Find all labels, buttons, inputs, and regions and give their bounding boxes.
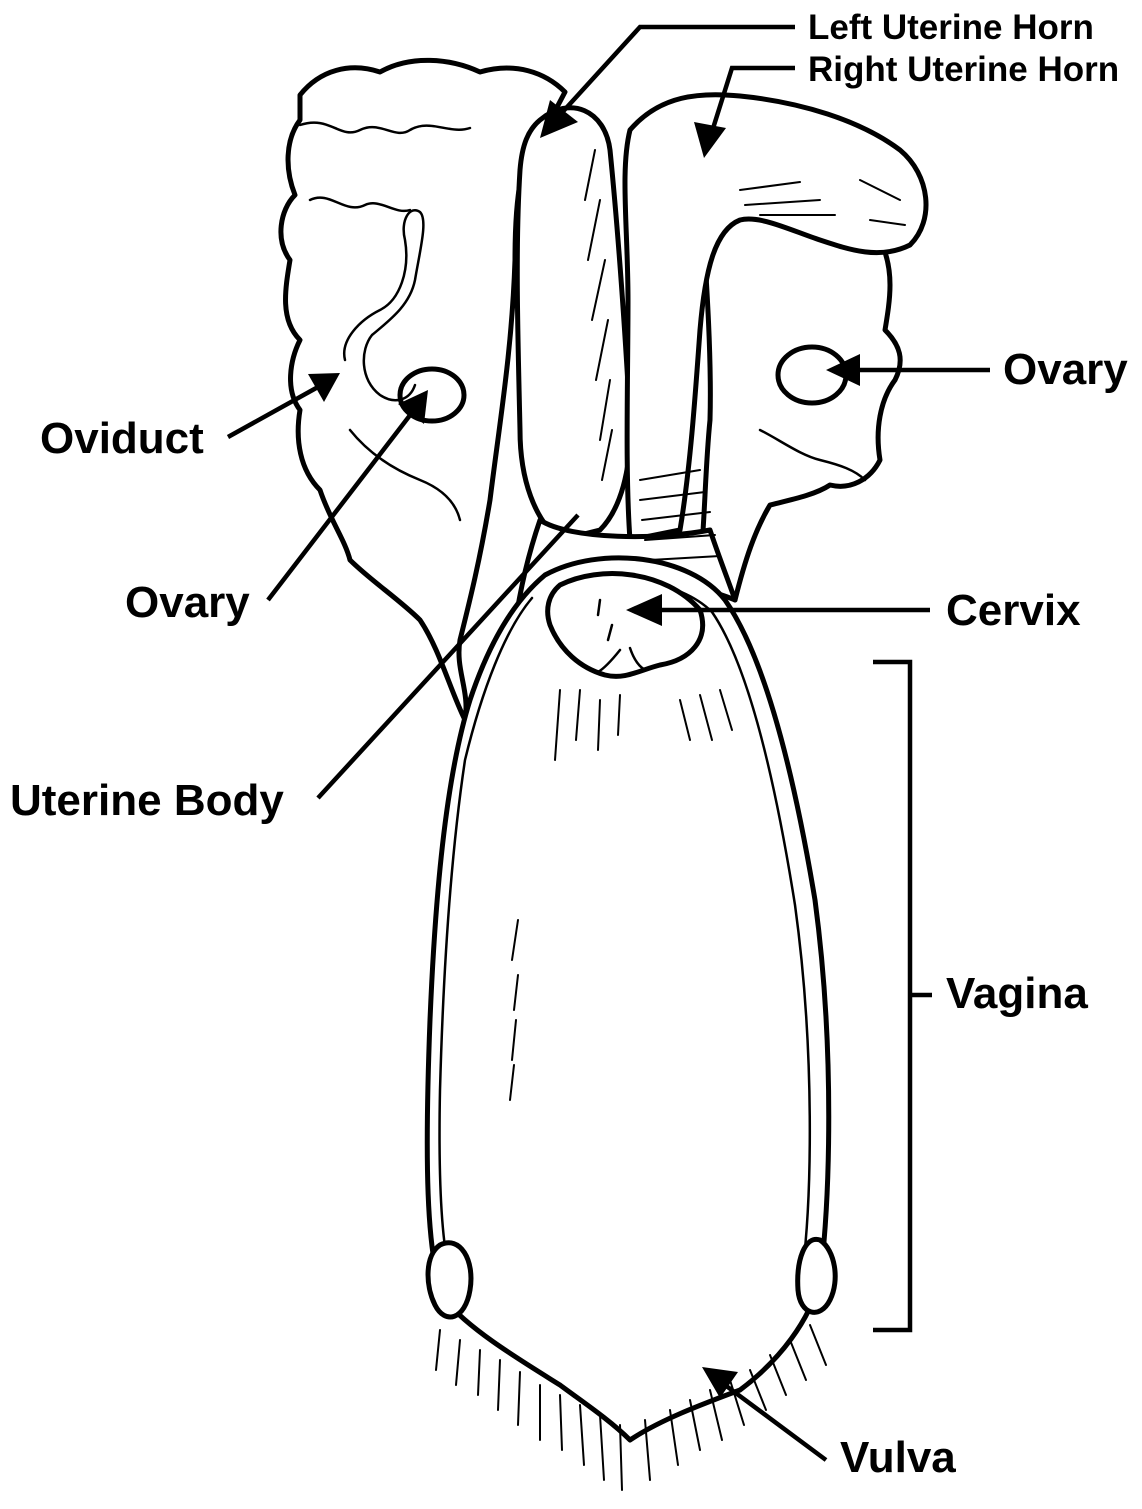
- right-ovary-shape: [778, 347, 846, 403]
- label-cervix: Cervix: [946, 586, 1081, 635]
- label-vagina: Vagina: [946, 969, 1088, 1018]
- label-ovary-right: Ovary: [1003, 345, 1128, 394]
- label-right-uterine-horn: Right Uterine Horn: [808, 50, 1119, 89]
- vulva-right-lip: [798, 1239, 835, 1312]
- label-ovary-left: Ovary: [125, 578, 250, 627]
- vagina-bracket: [873, 662, 910, 1330]
- label-vulva: Vulva: [840, 1433, 956, 1482]
- vulva-leader: [725, 1385, 826, 1460]
- vagina-outline: [427, 558, 829, 1440]
- label-left-uterine-horn: Left Uterine Horn: [808, 8, 1094, 47]
- left-uterine-horn: [517, 108, 630, 540]
- label-oviduct: Oviduct: [40, 414, 204, 463]
- vulva-left-lip: [428, 1243, 471, 1317]
- label-uterine-body: Uterine Body: [10, 776, 284, 825]
